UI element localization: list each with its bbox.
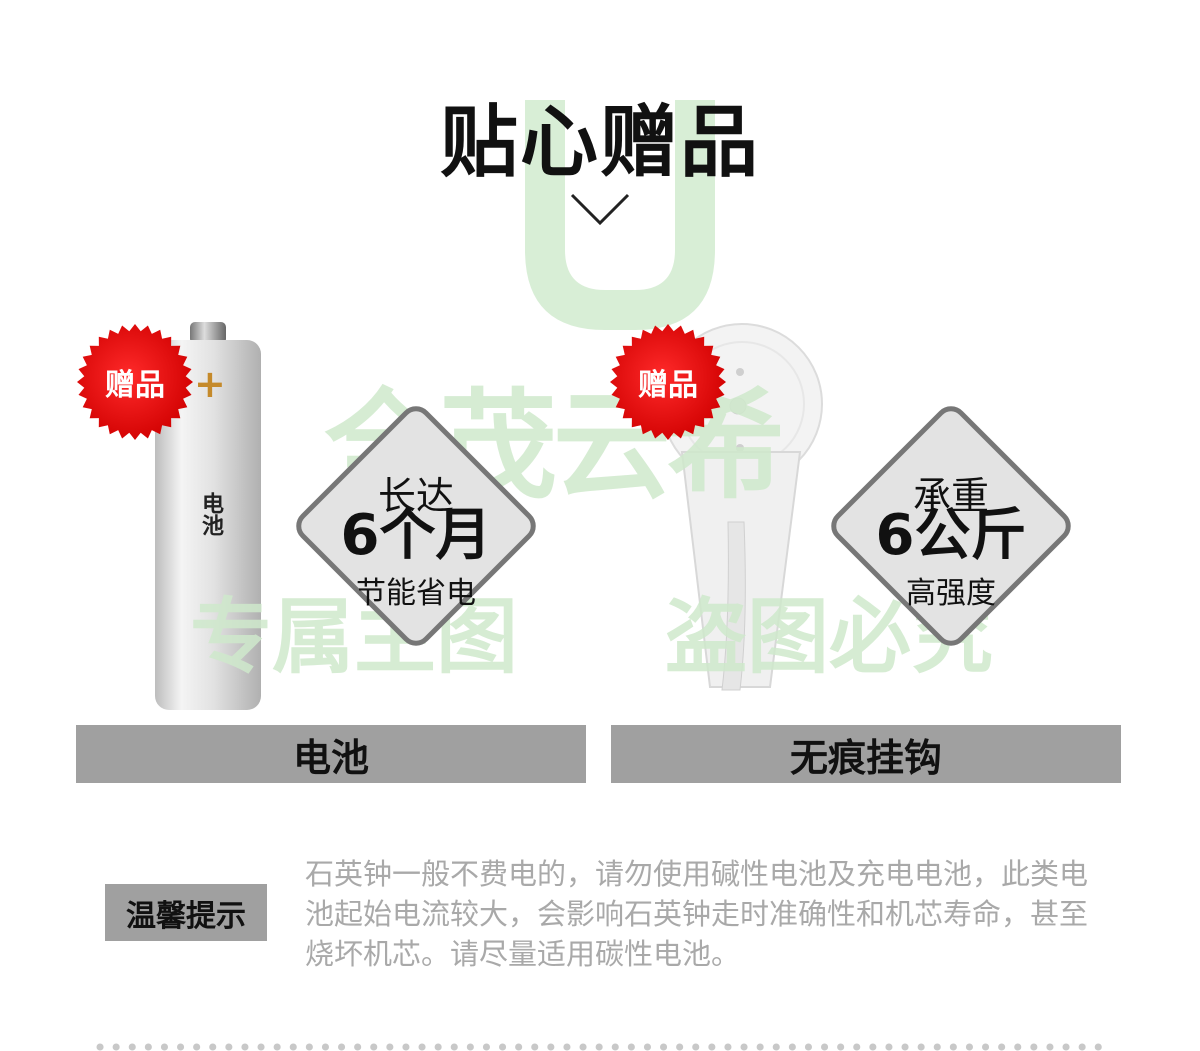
- starburst-icon: [610, 324, 726, 440]
- diamond-line1: 承重: [912, 474, 989, 518]
- diamond-line3: 高强度: [906, 576, 996, 611]
- battery-image: [155, 322, 261, 710]
- diamond-line1: 长达: [377, 474, 454, 518]
- starburst-icon: [77, 324, 193, 440]
- gift-badge-label: 赠品: [638, 368, 698, 403]
- diamond-line2: 6公斤: [875, 503, 1027, 568]
- gift-name-bar-hook: 无痕挂钩: [611, 725, 1121, 783]
- gift-badge: 赠品: [608, 322, 728, 442]
- tip-label: 温馨提示: [105, 884, 267, 941]
- battery-plus-sign: +: [194, 362, 226, 406]
- battery-label-text: 电池: [198, 492, 223, 536]
- feature-diamond: 承重 6公斤 高强度: [815, 390, 1087, 662]
- battery-label: 电池: [190, 492, 230, 546]
- gift-name-bar-battery: 电池: [76, 725, 586, 783]
- diamond-line2: 6个月: [340, 503, 492, 568]
- diamond-shape: [831, 406, 1071, 646]
- dotted-divider: [96, 1043, 1106, 1051]
- gift-badge: 赠品: [75, 322, 195, 442]
- gift-badge-label: 赠品: [105, 368, 165, 403]
- watermark-logo: [525, 100, 715, 330]
- feature-diamond: 长达 6个月 节能省电: [280, 390, 552, 662]
- diamond-line3: 节能省电: [356, 576, 476, 611]
- page-title: 贴心赠品: [439, 98, 760, 188]
- diamond-shape: [296, 406, 536, 646]
- chevron-down-icon: [570, 193, 630, 226]
- tip-text: 石英钟一般不费电的，请勿使用碱性电池及充电电池，此类电池起始电流较大，会影响石英…: [305, 857, 1089, 971]
